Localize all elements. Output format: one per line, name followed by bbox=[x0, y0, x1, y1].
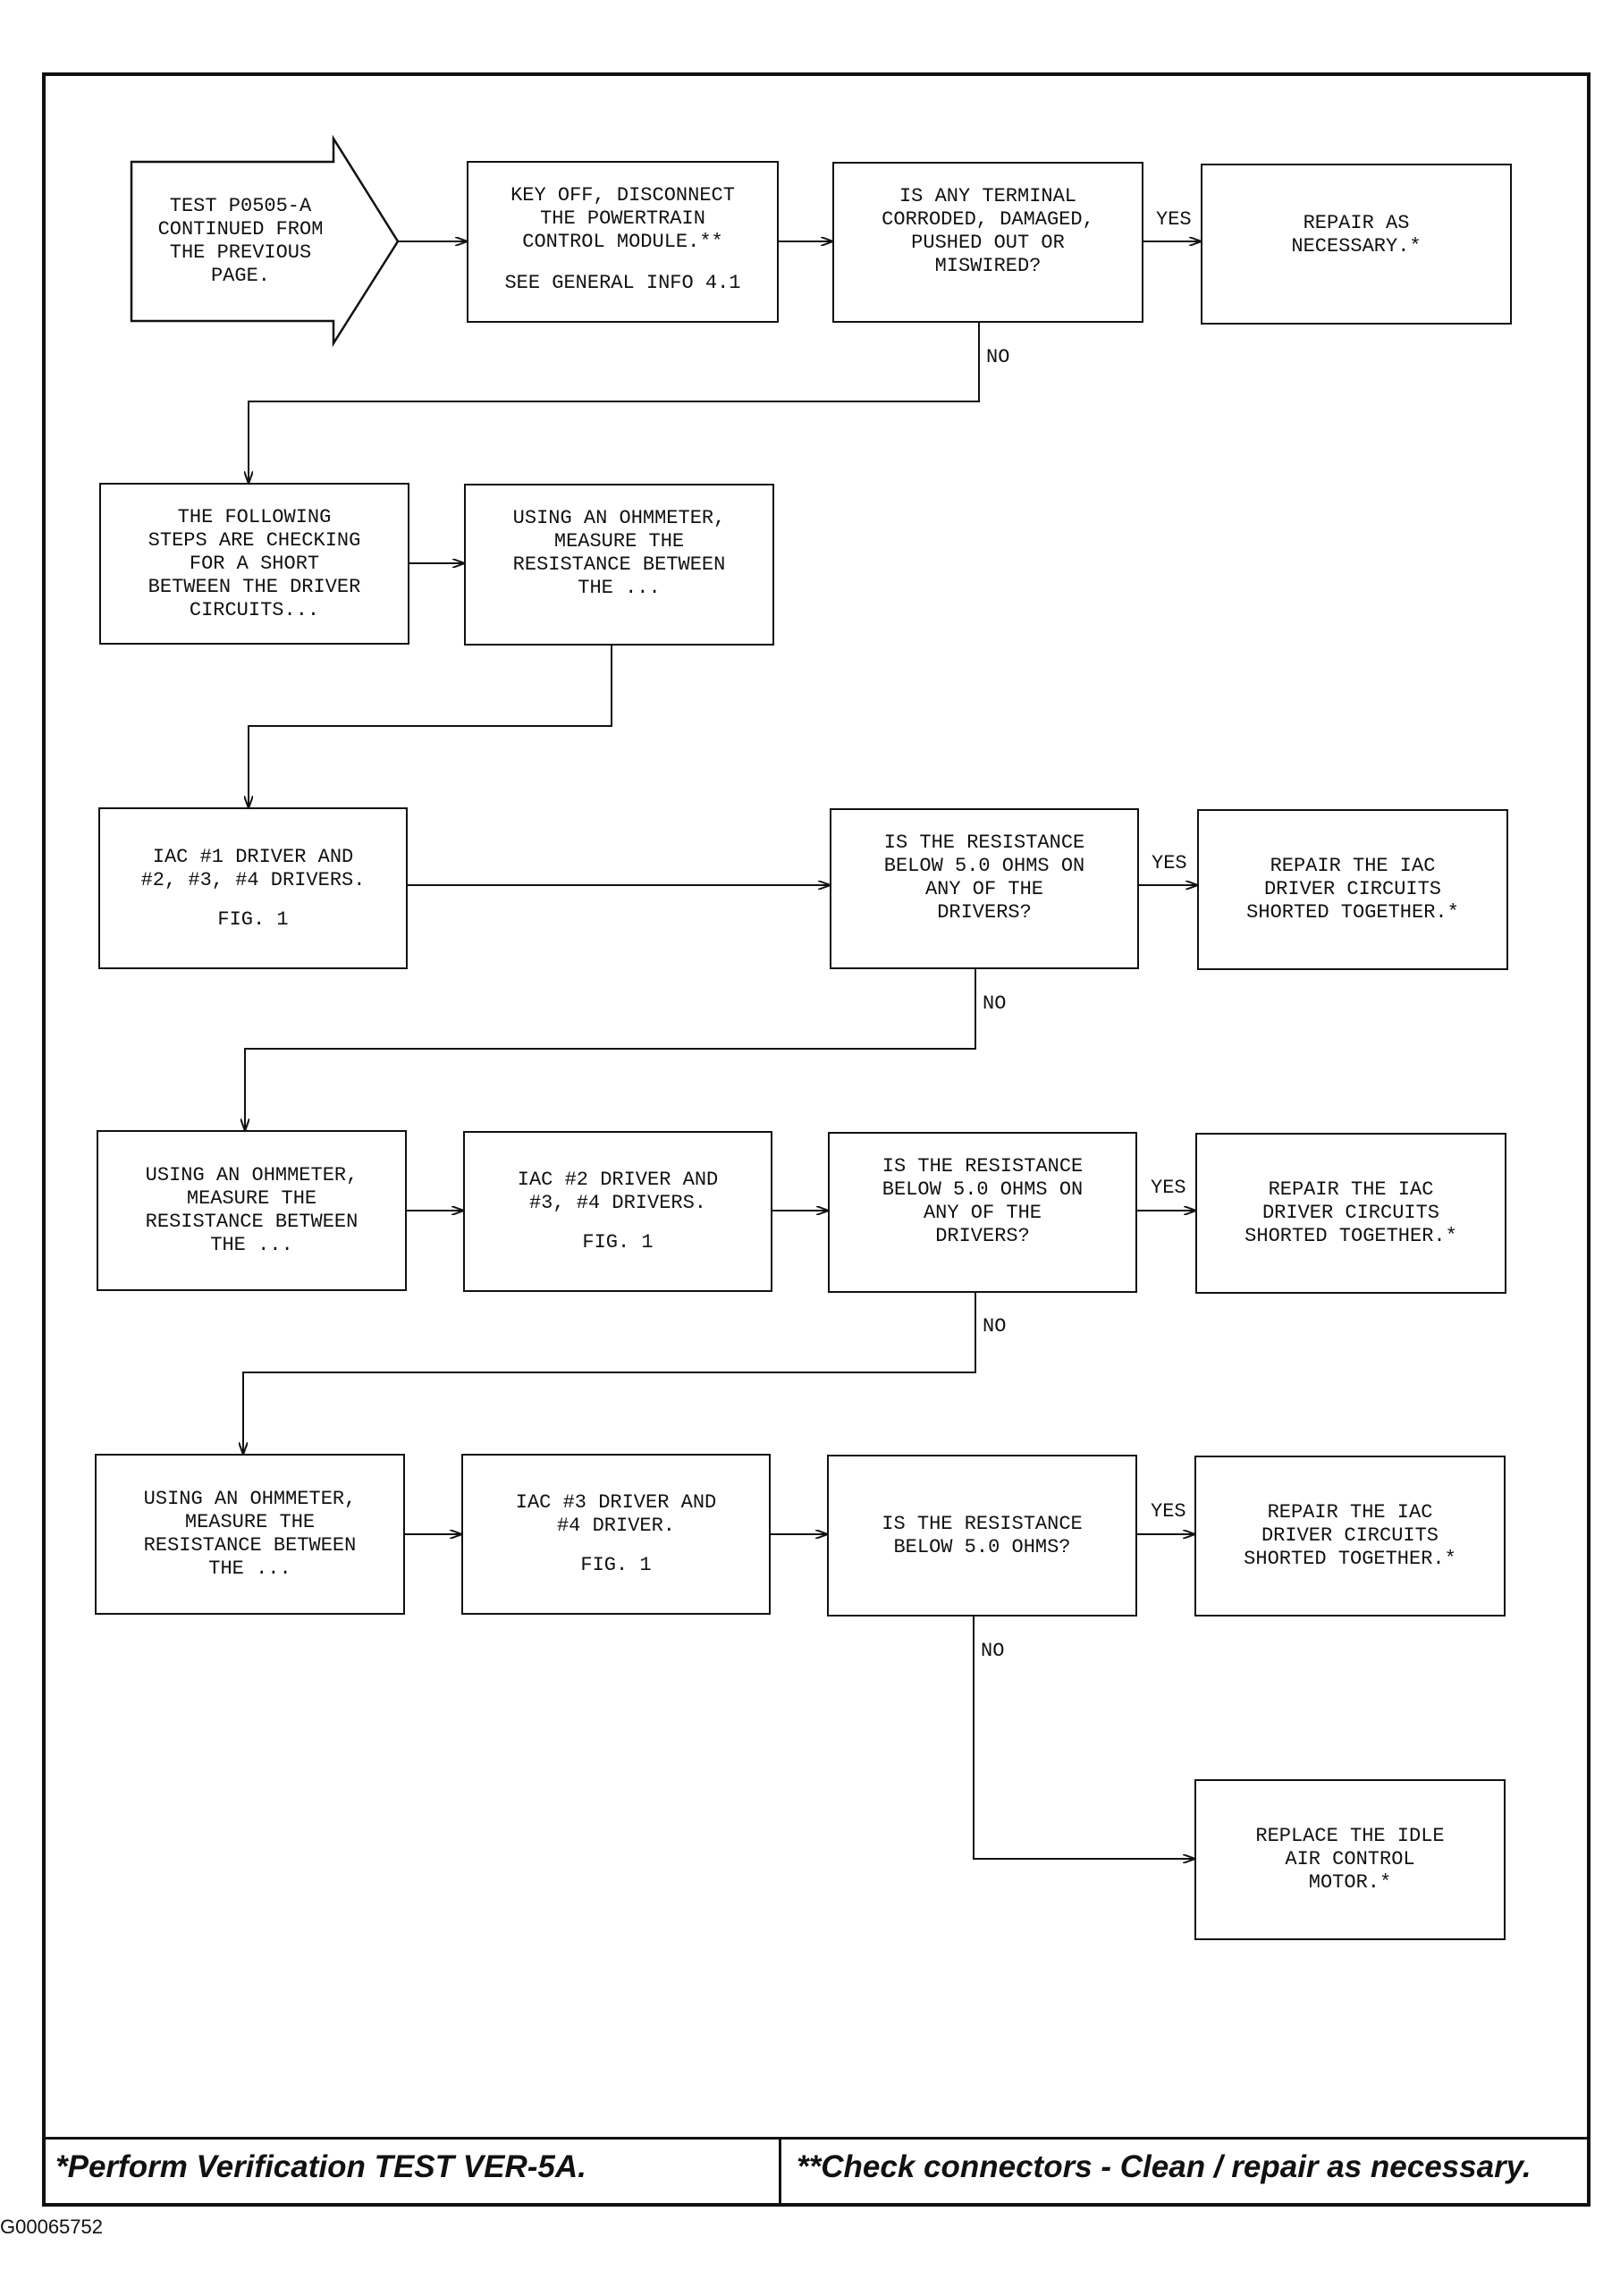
result-replace-iac-motor: REPLACE THE IDLE AIR CONTROL MOTOR.* bbox=[1194, 1779, 1506, 1940]
result-repair-as-necessary: REPAIR AS NECESSARY.* bbox=[1201, 164, 1512, 325]
no-label-row3: NO bbox=[983, 992, 1007, 1015]
step-measure-resistance: USING AN OHMMETER, MEASURE THE RESISTANC… bbox=[464, 484, 774, 646]
yes-label-row3: YES bbox=[1152, 852, 1187, 874]
footer-right-note: **Check connectors - Clean / repair as n… bbox=[797, 2149, 1531, 2184]
figure-code: G00065752 bbox=[0, 2216, 103, 2238]
result-repair-iac-row3: REPAIR THE IAC DRIVER CIRCUITS SHORTED T… bbox=[1197, 809, 1508, 970]
arrow-no-row1 bbox=[249, 323, 980, 483]
footer-divider bbox=[779, 2137, 781, 2207]
arrow-step-to-row3 bbox=[249, 646, 612, 807]
step-using-ohmmeter-row5: USING AN OHMMETER, MEASURE THE RESISTANC… bbox=[95, 1454, 405, 1615]
result-repair-iac-row5: REPAIR THE IAC DRIVER CIRCUITS SHORTED T… bbox=[1194, 1456, 1506, 1616]
question-resistance-row4: IS THE RESISTANCE BELOW 5.0 OHMS ON ANY … bbox=[828, 1132, 1137, 1293]
diagram-frame bbox=[42, 72, 1590, 2207]
step-iac1-driver: IAC #1 DRIVER AND #2, #3, #4 DRIVERS. FI… bbox=[98, 807, 408, 969]
no-label-row4: NO bbox=[983, 1315, 1007, 1338]
result-repair-iac-row4: REPAIR THE IAC DRIVER CIRCUITS SHORTED T… bbox=[1195, 1133, 1506, 1294]
question-terminal-condition: IS ANY TERMINAL CORRODED, DAMAGED, PUSHE… bbox=[832, 162, 1143, 323]
start-arrow-text: TEST P0505-A CONTINUED FROM THE PREVIOUS… bbox=[157, 195, 324, 287]
arrow-no-row5 bbox=[973, 1616, 1194, 1859]
question-resistance-row5: IS THE RESISTANCE BELOW 5.0 OHMS? bbox=[827, 1455, 1137, 1616]
step-using-ohmmeter-row4: USING AN OHMMETER, MEASURE THE RESISTANC… bbox=[97, 1130, 407, 1291]
yes-label-row4: YES bbox=[1151, 1177, 1186, 1199]
note-checking-short: THE FOLLOWING STEPS ARE CHECKING FOR A S… bbox=[99, 483, 409, 645]
arrow-no-row3 bbox=[245, 969, 976, 1130]
question-resistance-row3: IS THE RESISTANCE BELOW 5.0 OHMS ON ANY … bbox=[830, 808, 1139, 969]
start-arrow-shape bbox=[130, 134, 400, 348]
footer-bar bbox=[42, 2137, 1590, 2207]
step-disconnect-pcm: KEY OFF, DISCONNECT THE POWERTRAIN CONTR… bbox=[467, 161, 779, 323]
step-iac3-driver: IAC #3 DRIVER AND #4 DRIVER. FIG. 1 bbox=[461, 1454, 771, 1615]
arrow-no-row4 bbox=[243, 1293, 976, 1454]
yes-label-row1: YES bbox=[1156, 208, 1192, 231]
footer-left-note: *Perform Verification TEST VER-5A. bbox=[55, 2149, 586, 2184]
yes-label-row5: YES bbox=[1151, 1500, 1186, 1523]
no-label-row1: NO bbox=[986, 346, 1010, 368]
no-label-row5: NO bbox=[981, 1640, 1005, 1662]
step-iac2-driver: IAC #2 DRIVER AND #3, #4 DRIVERS. FIG. 1 bbox=[463, 1131, 772, 1292]
